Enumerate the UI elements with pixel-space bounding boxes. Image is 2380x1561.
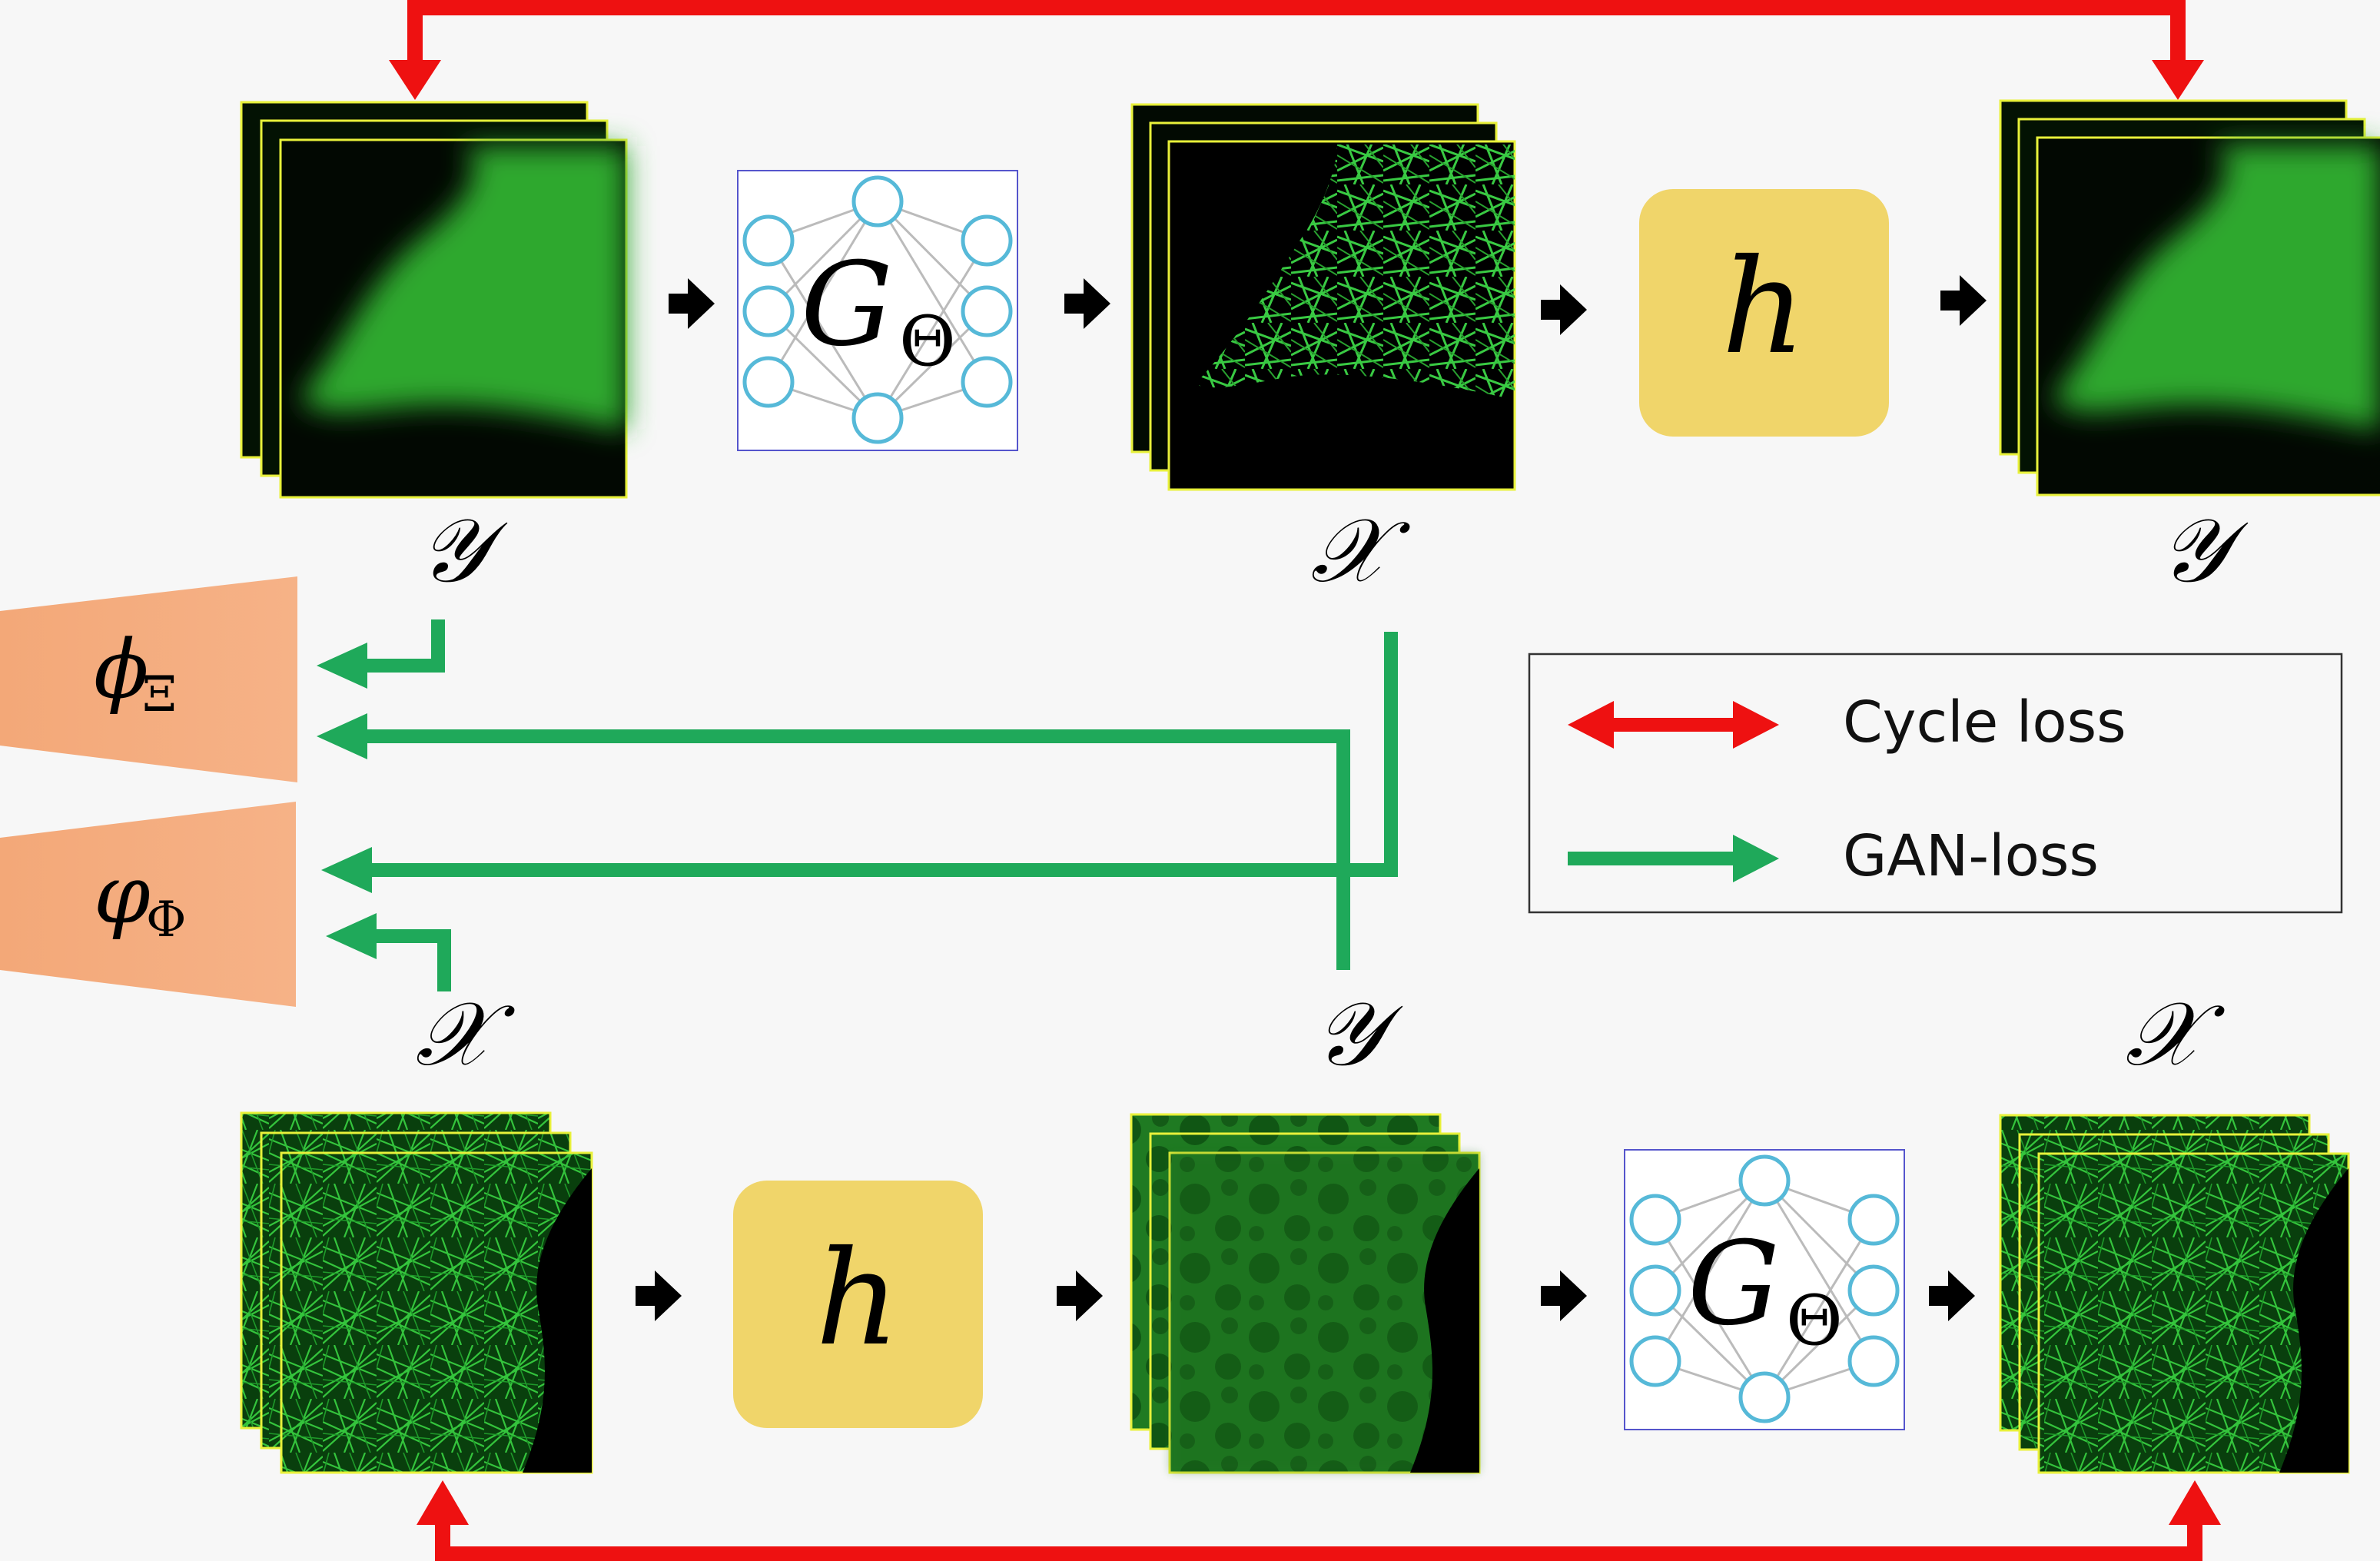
label-y-top-input: 𝒴 [419,500,508,603]
legend-gan-loss-label: GAN-loss [1843,823,2099,889]
legend-cycle-loss-label: Cycle loss [1843,689,2126,756]
flow-arrows-bottom [636,1270,1975,1321]
image-stack-y-output [1999,99,2380,497]
discriminator-bottom-subscript: Φ [146,892,186,948]
image-stack-x-reconstructed [1130,103,1516,491]
discriminator-top-symbol: ϕ [94,623,149,716]
forward-operator-bottom: h [733,1181,983,1428]
legend-gan-loss-swatch [1568,835,1779,882]
operator-label: h [1721,231,1806,384]
generator-network-bottom: G Θ [1624,1149,1905,1430]
label-y-bottom-middle: 𝒴 [1314,983,1403,1086]
discriminator-top-subscript: Ξ [142,666,177,723]
discriminator-bottom-symbol: φ [94,848,151,942]
label-x-bottom-input: 𝒳 [416,983,516,1086]
legend-cycle-loss-swatch [1568,701,1779,749]
generator-symbol: G [801,238,893,372]
label-x-top-middle: 𝒳 [1311,500,1411,603]
legend-box: Cycle loss GAN-loss [1528,653,2343,914]
image-stack-x-output [1999,1114,2350,1474]
generator-subscript: Θ [1786,1280,1843,1361]
cycle-loss-bottom [417,1480,2221,1561]
flow-arrows-top [669,275,1987,335]
discriminator-phi-xi: ϕ Ξ [0,576,297,782]
label-x-bottom-output: 𝒳 [2126,983,2226,1086]
image-stack-y-input [240,101,628,499]
forward-operator-top: h [1639,189,1889,437]
image-stack-y-simulated [1130,1113,1481,1474]
operator-label: h [815,1223,900,1375]
discriminator-varphi-phi: φ Φ [0,802,296,1007]
image-stack-x-input [240,1111,593,1474]
label-y-top-output: 𝒴 [2159,500,2249,603]
generator-subscript: Θ [899,301,956,382]
gan-loss-arrowheads [317,643,377,959]
gan-loss-arrows [361,619,1398,991]
generator-symbol: G [1688,1217,1780,1351]
cycle-loss-top [389,0,2204,100]
generator-network-top: G Θ [737,170,1018,451]
